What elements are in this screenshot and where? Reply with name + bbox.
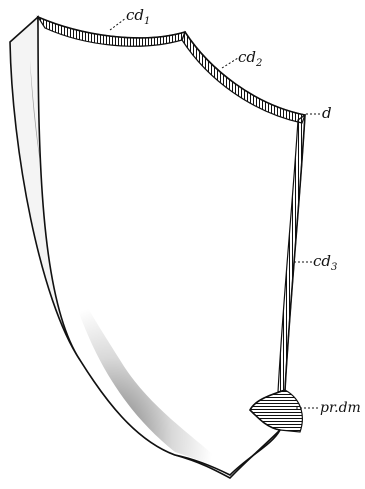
label-cd2: cd2: [238, 48, 262, 69]
label-cd1: cd1: [126, 6, 150, 27]
label-cd1-sub: 1: [144, 16, 150, 27]
label-cd3-sub: 3: [331, 262, 337, 273]
label-cd3-main: cd: [313, 252, 331, 270]
label-cd2-sub: 2: [255, 58, 262, 69]
label-prdm: pr.dm: [320, 400, 361, 416]
label-cd2-main: cd: [238, 48, 256, 66]
label-d: d: [322, 104, 332, 122]
cd2-leader-line: [222, 58, 238, 68]
label-cd3: cd3: [313, 252, 337, 273]
label-cd1-main: cd: [126, 6, 144, 24]
cd1-leader-line: [110, 18, 126, 30]
